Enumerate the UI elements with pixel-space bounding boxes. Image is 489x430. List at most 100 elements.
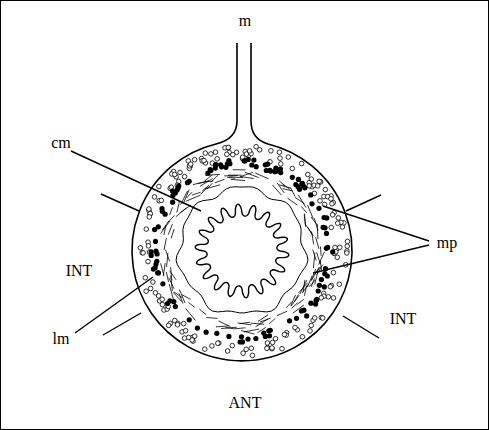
- plexus-dot: [239, 334, 244, 339]
- muscle-stroke: [244, 329, 260, 332]
- cell-dot: [265, 341, 270, 346]
- plexus-dot: [273, 166, 278, 171]
- plexus-dot: [187, 317, 192, 322]
- cell-dot: [160, 297, 165, 302]
- muscle-stroke: [240, 322, 251, 324]
- cell-dot: [143, 275, 148, 280]
- plexus-dot: [322, 271, 327, 276]
- muscle-stroke: [314, 218, 318, 230]
- muscle-stroke: [316, 237, 319, 249]
- plexus-dot: [175, 185, 180, 190]
- cell-dot: [152, 195, 157, 200]
- cell-dot: [241, 351, 246, 356]
- plexus-dot: [300, 181, 305, 186]
- plexus-dot: [308, 192, 313, 197]
- muscle-stroke: [320, 246, 322, 256]
- cell-dot: [329, 197, 334, 202]
- cell-dot: [338, 245, 343, 250]
- cell-dot: [146, 259, 151, 264]
- cell-dot: [293, 325, 298, 330]
- muscle-stroke: [224, 175, 238, 176]
- muscle-stroke: [290, 187, 295, 196]
- plexus-dot: [219, 164, 224, 169]
- muscle-stroke: [251, 323, 265, 324]
- cell-dot: [270, 346, 275, 351]
- plexus-dot: [153, 239, 158, 244]
- cell-dot: [203, 347, 208, 352]
- muscle-stroke: [170, 271, 177, 280]
- muscle-stroke: [186, 195, 201, 201]
- muscle-stroke: [166, 272, 168, 282]
- muscle-stroke: [294, 295, 298, 302]
- cell-dot: [309, 323, 314, 328]
- muscle-stroke: [297, 299, 304, 304]
- plexus-dot: [295, 184, 300, 189]
- muscle-stroke: [229, 176, 243, 178]
- callout-label: lm: [53, 331, 70, 347]
- cell-dot: [290, 166, 295, 171]
- cell-dot: [329, 225, 334, 230]
- cell-dot: [278, 156, 283, 161]
- cell-dot: [257, 148, 262, 153]
- muscle-stroke: [188, 302, 194, 307]
- plexus-dot: [253, 336, 258, 341]
- plexus-dot: [251, 158, 256, 163]
- cell-dot: [330, 213, 335, 218]
- cell-dot: [326, 295, 331, 300]
- muscle-stroke: [221, 327, 237, 328]
- cell-dot: [144, 289, 149, 294]
- muscle-stroke: [164, 238, 166, 250]
- muscle-stroke: [313, 252, 315, 268]
- muscle-stroke: [179, 294, 183, 304]
- muscle-stroke: [304, 286, 306, 296]
- cell-dot: [277, 150, 282, 155]
- cell-dot: [188, 162, 193, 167]
- cell-dot: [151, 280, 156, 285]
- cell-dot: [144, 227, 149, 232]
- plexus-dot: [195, 326, 200, 331]
- plexus-dot: [245, 337, 250, 342]
- plexus-dot: [153, 249, 158, 254]
- cell-dot: [226, 145, 231, 150]
- muscle-stroke: [166, 250, 170, 261]
- cell-dot: [209, 152, 214, 157]
- plexus-dot: [309, 201, 314, 206]
- muscle-stroke: [269, 318, 275, 324]
- ganglion-dots: [138, 144, 350, 357]
- plexus-dot: [314, 297, 319, 302]
- plexus-dot: [225, 161, 230, 166]
- cell-dot: [183, 328, 188, 333]
- callout-label: cm: [51, 135, 71, 151]
- muscle-stroke: [238, 323, 252, 325]
- muscle-stroke: [169, 284, 173, 299]
- plexus-dot: [185, 180, 190, 185]
- cell-dot: [323, 187, 328, 192]
- cell-dot: [331, 296, 336, 301]
- cell-dot: [217, 341, 222, 346]
- cell-dot: [181, 321, 186, 326]
- cell-dot: [270, 346, 275, 351]
- cell-dot: [335, 255, 340, 260]
- submucosa-outline: [176, 187, 308, 313]
- muscle-stroke: [308, 205, 314, 219]
- cell-dot: [146, 244, 151, 249]
- plexus-dot: [261, 331, 266, 336]
- plexus-dot: [330, 249, 335, 254]
- cell-dot: [299, 161, 304, 166]
- muscle-layer: [161, 170, 325, 334]
- plexus-dot: [304, 313, 309, 318]
- cell-dot: [282, 332, 287, 337]
- plexus-dot: [226, 334, 231, 339]
- muscle-stroke: [279, 185, 291, 188]
- muscle-stroke: [295, 197, 305, 203]
- muscle-stroke: [304, 215, 305, 225]
- muscle-stroke: [216, 326, 229, 327]
- plexus-dot: [214, 331, 219, 336]
- muscle-stroke: [277, 311, 287, 316]
- plexus-dot: [319, 277, 324, 282]
- plexus-dot: [321, 215, 326, 220]
- cell-dot: [216, 341, 221, 346]
- cell-dot: [249, 346, 254, 351]
- plexus-dot: [163, 212, 168, 217]
